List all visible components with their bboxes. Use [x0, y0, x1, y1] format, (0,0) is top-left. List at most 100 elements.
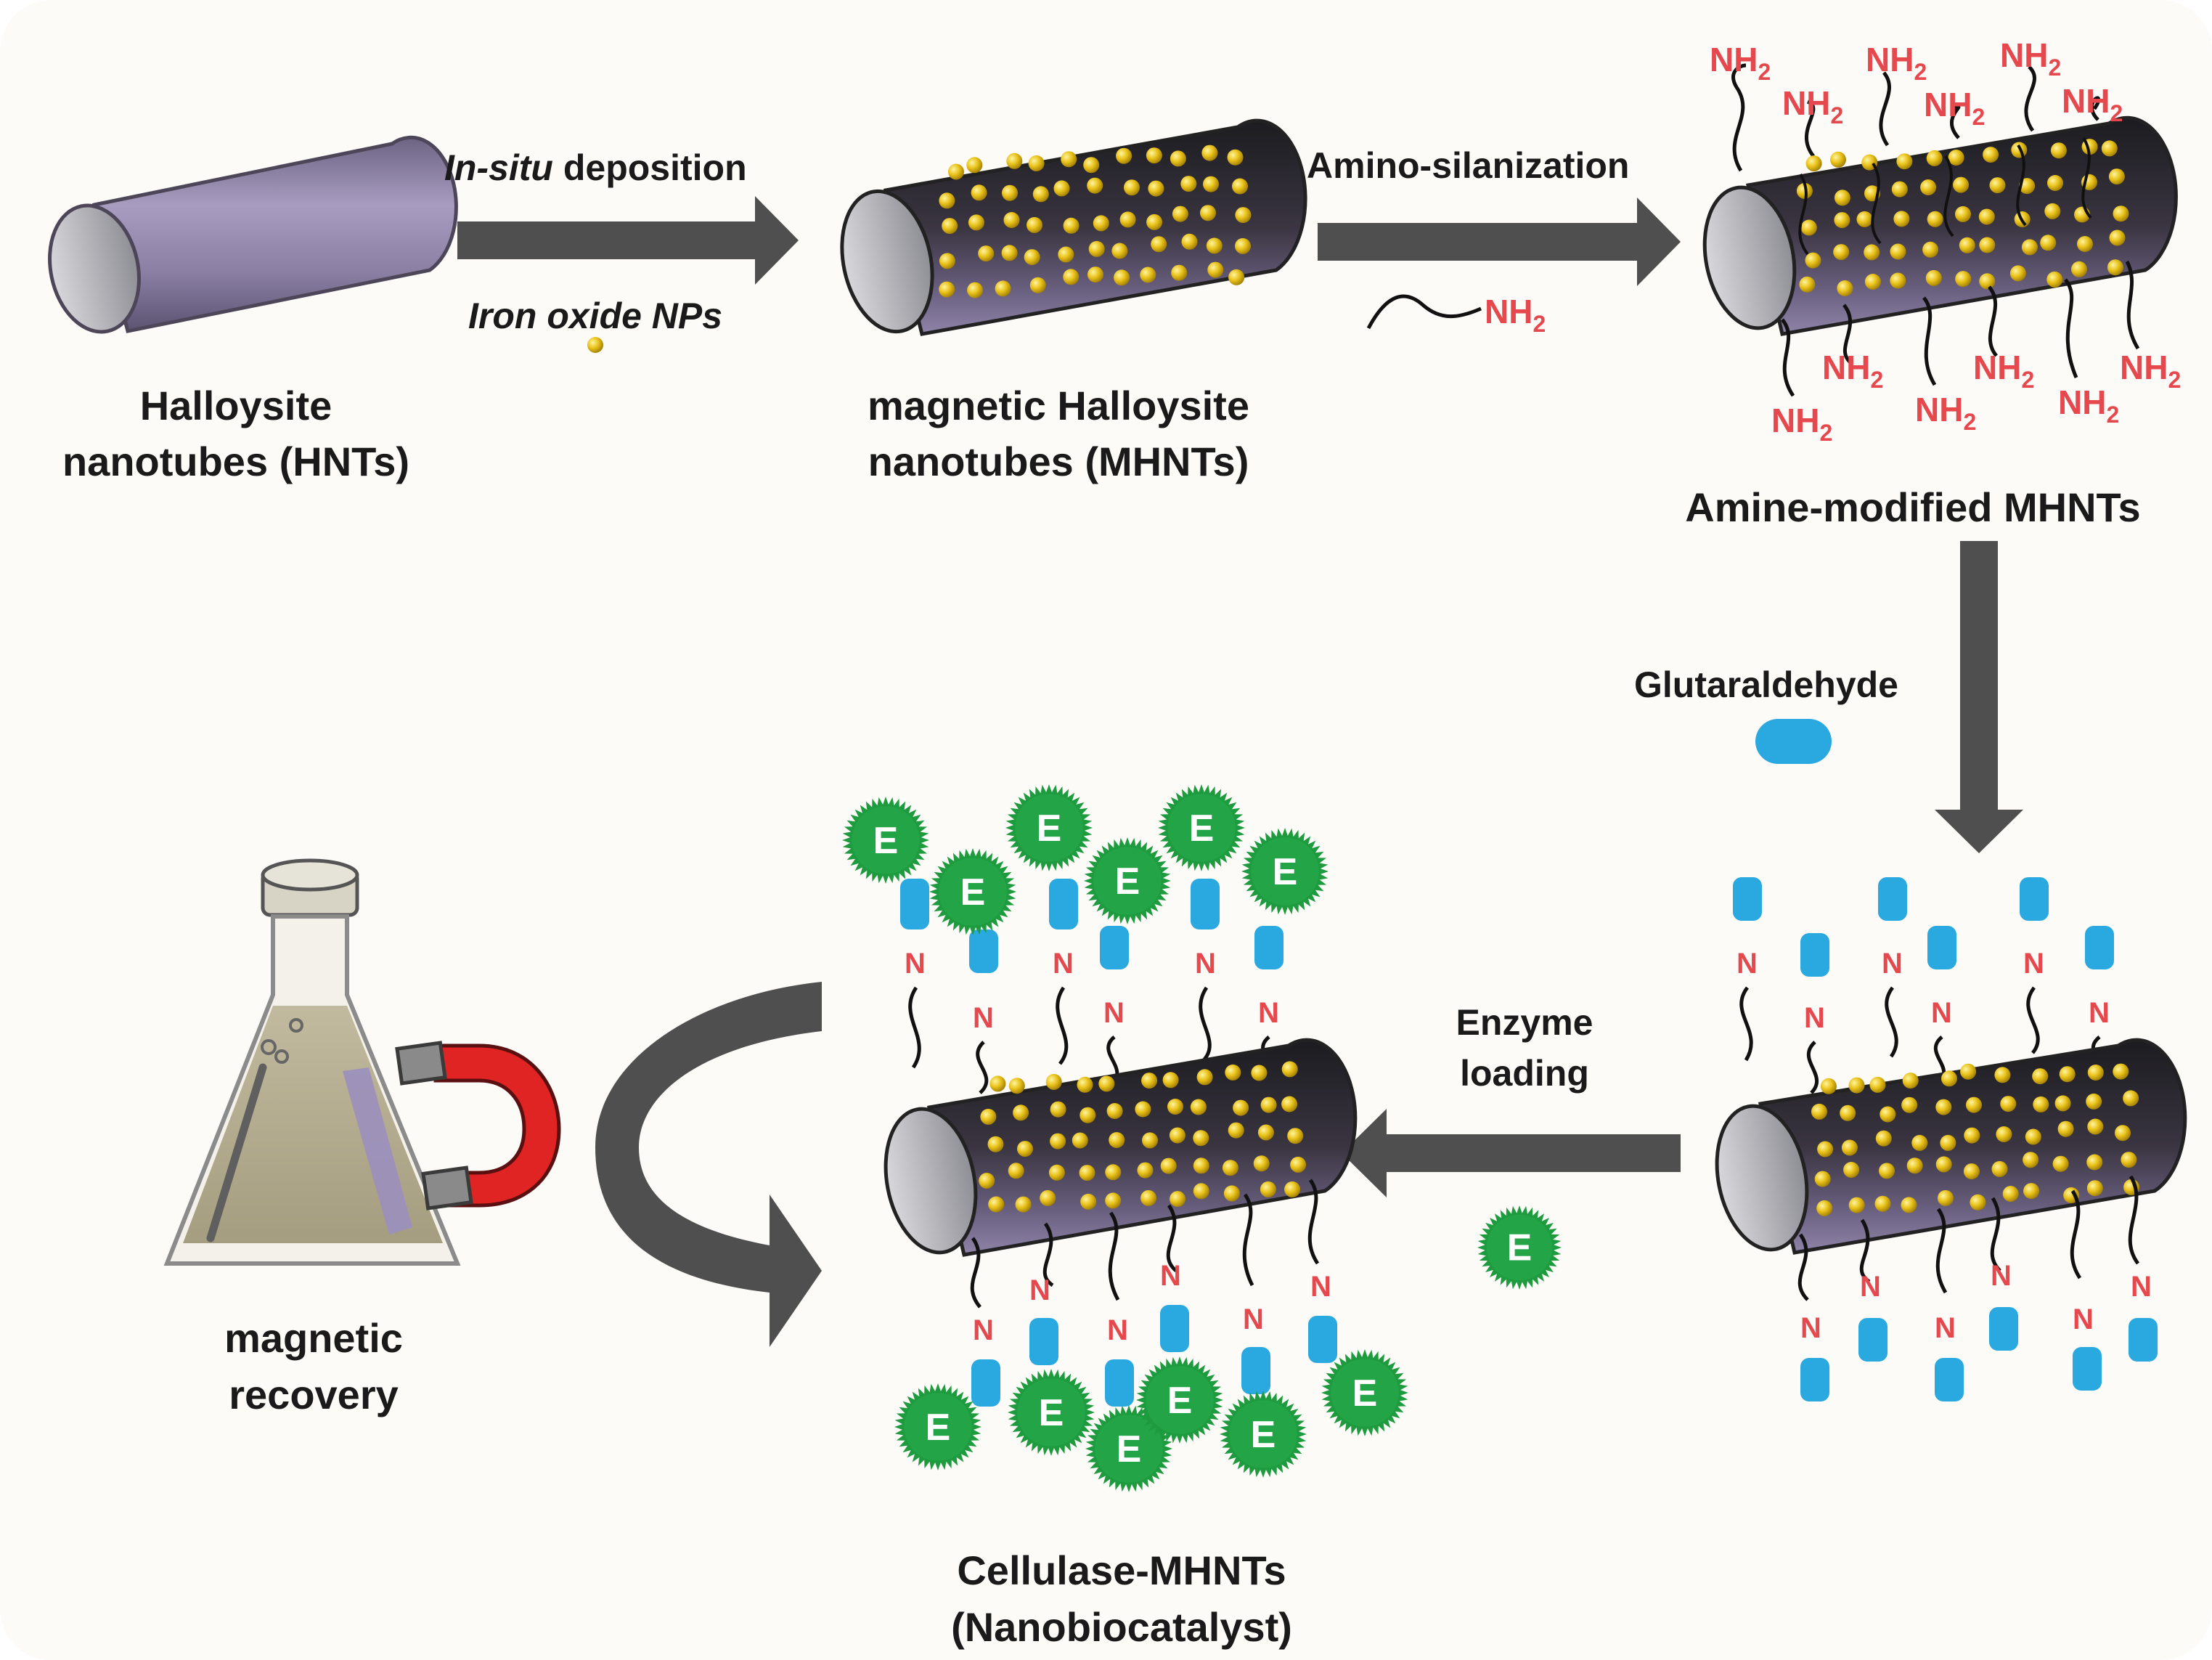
- enzyme-linkers-top: N N N N N N: [900, 879, 1283, 1094]
- linker: N: [1733, 877, 1762, 1062]
- linker: N: [1307, 1179, 1337, 1363]
- product-label-line1: Cellulase-MHNTs: [957, 1547, 1286, 1593]
- iron-oxide-np: [1024, 249, 1040, 266]
- imine-n-label: N: [1882, 948, 1903, 980]
- iron-oxide-np: [980, 1108, 997, 1125]
- iron-oxide-np: [1142, 1132, 1158, 1149]
- imine-n-label: N: [2089, 997, 2110, 1029]
- arrow-silanization: [1318, 198, 1681, 286]
- iron-oxide-np: [1223, 1185, 1240, 1202]
- iron-oxide-np: [1834, 212, 1850, 229]
- iron-oxide-np: [1922, 241, 1939, 258]
- iron-oxide-np: [2086, 1180, 2103, 1197]
- iron-oxide-np: [1227, 149, 1244, 166]
- imine-n-label: N: [1243, 1303, 1264, 1335]
- linker: N: [1049, 879, 1078, 1065]
- linker: N: [1800, 933, 1829, 1094]
- enzyme-symbol: E: [1273, 851, 1298, 893]
- iron-oxide-np: [1146, 147, 1162, 164]
- iron-oxide-np: [1105, 1164, 1122, 1181]
- linker: N: [1029, 1222, 1058, 1365]
- enzymes-bottom: E E E E E E: [894, 1349, 1408, 1492]
- nh2-label: NH2: [1866, 41, 1927, 85]
- iron-oxide-np: [1955, 271, 1972, 288]
- iron-oxide-np: [1989, 177, 2006, 194]
- linker: N: [1160, 1204, 1189, 1352]
- amine-mhnt: NH2 NH2 NH2 NH2 NH2 NH2 NH2 NH2 NH2 NH2 …: [1702, 36, 2181, 446]
- iron-oxide-np: [1948, 150, 1964, 166]
- iron-oxide-np: [1050, 1133, 1066, 1150]
- iron-oxide-np: [1013, 1104, 1029, 1121]
- enzyme-icon: E: [1005, 784, 1093, 871]
- linker: N: [1927, 926, 1956, 1083]
- iron-oxide-np: [1955, 206, 1971, 222]
- glutaraldehyde-label: Glutaraldehyde: [1634, 664, 1898, 705]
- enzyme-icon: E: [894, 1383, 981, 1470]
- imine-n-label: N: [1310, 1271, 1331, 1303]
- enzyme-symbol: E: [1352, 1372, 1378, 1415]
- iron-oxide-np: [1170, 1191, 1186, 1208]
- iron-oxide-np: [1225, 1064, 1241, 1081]
- iron-oxide-np: [1028, 155, 1045, 171]
- iron-oxide-np: [1088, 240, 1105, 257]
- mhnt-label-line1: magnetic Halloysite: [868, 383, 1249, 428]
- nh2-label: NH2: [2058, 383, 2119, 428]
- iron-oxide-np: [1817, 1141, 1834, 1157]
- iron-oxide-np: [948, 163, 964, 180]
- linker: N: [1989, 1197, 2018, 1351]
- iron-oxide-np: [1093, 215, 1109, 232]
- iron-oxide-np: [2101, 140, 2118, 157]
- enzyme-icon: E: [929, 848, 1016, 935]
- enzyme-symbol: E: [1189, 807, 1215, 850]
- linker: N: [1241, 1193, 1270, 1394]
- enzyme-symbol: E: [1115, 860, 1140, 903]
- imine-n-label: N: [1800, 1312, 1821, 1344]
- iron-oxide-np: [1935, 1156, 1952, 1173]
- iron-oxide-np: [1087, 177, 1103, 194]
- iron-oxide-np: [1890, 272, 1906, 289]
- iron-oxide-np: [2046, 271, 2063, 288]
- iron-oxide-np: [1235, 237, 1251, 254]
- linker: N: [900, 879, 929, 1069]
- iron-oxide-np: [1109, 1132, 1125, 1148]
- linker: N: [1797, 1233, 1829, 1401]
- cellulase-mhnt: N N N N N N E E E E E E N N N N N N E E: [842, 784, 1408, 1492]
- mhnt-tube: [840, 118, 1307, 336]
- iron-oxide-np: [1941, 1070, 1957, 1087]
- iron-oxide-np: [942, 218, 958, 235]
- iron-oxide-np: [1002, 184, 1018, 201]
- iron-oxide-np: [2086, 1093, 2102, 1110]
- iron-oxide-np: [939, 281, 955, 298]
- linker: N: [1100, 926, 1129, 1087]
- recycle-arrow: [595, 982, 822, 1347]
- iron-oxide-np: [1260, 1181, 1276, 1197]
- iron-oxide-np: [2059, 1066, 2076, 1083]
- iron-oxide-np: [971, 184, 987, 201]
- product-label-line2: (Nanobiocatalyst): [951, 1604, 1292, 1650]
- imine-n-label: N: [2023, 948, 2044, 980]
- iron-oxide-np: [2032, 1068, 2049, 1085]
- iron-oxide-np: [1281, 1096, 1298, 1112]
- imine-n-label: N: [2131, 1271, 2152, 1303]
- arrow-enzyme-loading: [1342, 1109, 1681, 1197]
- iron-oxide-np: [1151, 236, 1167, 253]
- enzyme-symbol: E: [1167, 1380, 1193, 1422]
- iron-oxide-np: [1203, 176, 1219, 192]
- iron-oxide-np: [1260, 1097, 1277, 1113]
- silane-nh2-label: NH2: [1485, 293, 1546, 337]
- iron-oxide-np: [1140, 267, 1156, 283]
- iron-oxide-np: [1181, 233, 1198, 250]
- imine-n-label: N: [1860, 1271, 1881, 1303]
- iron-oxide-np: [1140, 1189, 1157, 1206]
- iron-oxide-np: [1032, 186, 1049, 203]
- flask: [163, 858, 461, 1266]
- hnt-label-line1: Halloysite: [140, 383, 332, 428]
- iron-oxide-np: [1006, 152, 1023, 169]
- enzyme-icon: E: [1241, 828, 1329, 915]
- iron-oxide-np: [1017, 1141, 1033, 1157]
- enzyme-symbol: E: [1039, 1392, 1064, 1434]
- iron-oxide-np: [1963, 1163, 1980, 1180]
- iron-oxide-np: [1966, 1097, 1982, 1113]
- iron-oxide-np: [1890, 243, 1906, 260]
- iron-oxide-np: [2071, 261, 2087, 277]
